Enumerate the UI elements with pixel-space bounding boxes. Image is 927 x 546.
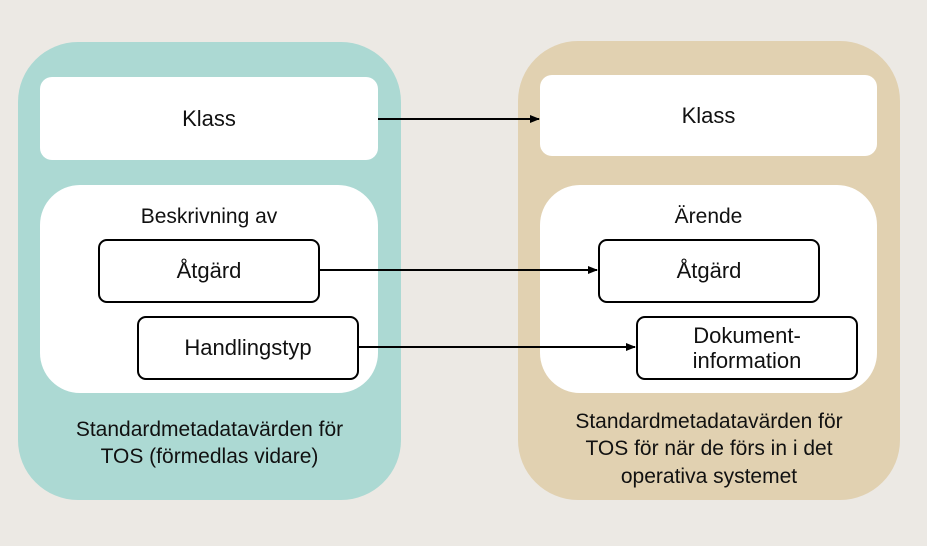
left-caption-line2: TOS (förmedlas vidare) bbox=[100, 445, 319, 469]
right-caption: Standardmetadatavärden för TOS för när d… bbox=[518, 408, 900, 490]
right-heading: Ärende bbox=[674, 205, 743, 228]
right-caption-line3: operativa systemet bbox=[620, 464, 798, 488]
right-atgard-label: Åtgärd bbox=[676, 258, 742, 284]
right-dokument-line1: Dokument- bbox=[693, 322, 801, 348]
right-dokument-line2: information bbox=[692, 348, 802, 373]
left-atgard-label: Åtgärd bbox=[176, 258, 242, 284]
left-klass-box: Klass bbox=[40, 77, 378, 160]
left-caption-line1: Standardmetadatavärden för bbox=[75, 418, 344, 441]
left-klass-label: Klass bbox=[182, 105, 236, 131]
right-atgard-box: Åtgärd bbox=[598, 239, 820, 303]
right-dokumentinformation-box: Dokument- information bbox=[636, 316, 858, 380]
left-handlingstyp-label: Handlingstyp bbox=[184, 335, 312, 361]
right-klass-box: Klass bbox=[540, 75, 877, 156]
right-caption-line1: Standardmetadatavärden för bbox=[575, 410, 843, 433]
right-caption-line2: TOS för när de förs in i det bbox=[585, 437, 833, 461]
right-klass-label: Klass bbox=[681, 102, 736, 128]
left-heading: Beskrivning av bbox=[140, 205, 278, 228]
left-caption: Standardmetadatavärden för TOS (förmedla… bbox=[18, 416, 401, 471]
left-atgard-box: Åtgärd bbox=[98, 239, 320, 303]
left-handlingstyp-box: Handlingstyp bbox=[137, 316, 359, 380]
